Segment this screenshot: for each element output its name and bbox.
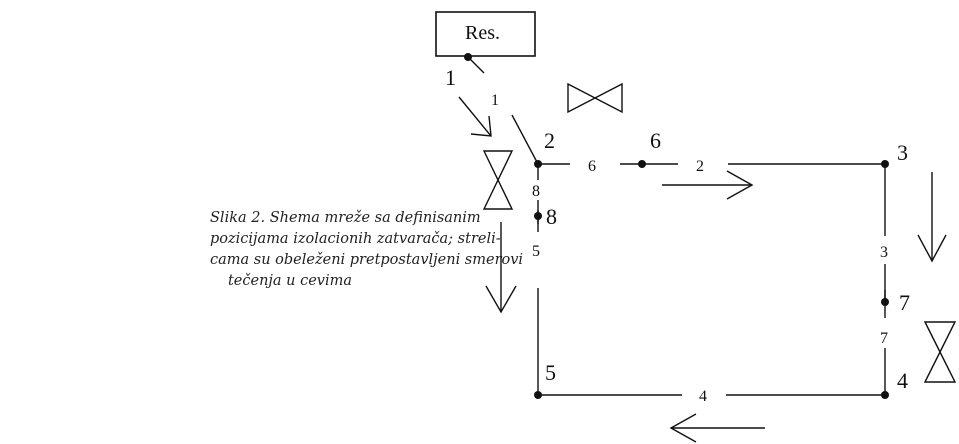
pipe-2-label: 2 — [696, 158, 704, 175]
node-4-dot — [881, 391, 889, 399]
node-5-label: 5 — [545, 360, 556, 385]
valve-icon-top — [567, 82, 623, 114]
node-3-label: 3 — [897, 140, 908, 165]
flow-arrow-pipe-5 — [485, 222, 517, 314]
node-1-dot — [464, 53, 472, 61]
pipe-6-label: 6 — [588, 158, 596, 175]
node-8-dot — [534, 212, 542, 220]
node-4-label: 4 — [897, 368, 908, 393]
reservoir-box — [435, 11, 536, 57]
pipe-7-label: 7 — [880, 330, 888, 347]
flow-arrow-pipe-2 — [662, 170, 754, 200]
valve-icon-right — [923, 321, 957, 383]
reservoir-label: Res. — [465, 22, 500, 44]
flow-arrow-pipe-3 — [917, 172, 947, 263]
node-7-label: 7 — [899, 290, 910, 315]
flow-arrow-pipe-4 — [669, 413, 765, 443]
pipe-4-label: 4 — [699, 388, 707, 405]
node-2-label: 2 — [544, 128, 555, 153]
node-7-dot — [881, 298, 889, 306]
node-2-dot — [534, 160, 542, 168]
pipe-1-line-b — [511, 114, 539, 165]
pipe-3-label: 3 — [880, 244, 888, 261]
node-6-label: 6 — [650, 128, 661, 153]
pipe-1-label: 1 — [491, 92, 499, 109]
node-6-dot — [638, 160, 646, 168]
node-8-label: 8 — [546, 204, 557, 229]
node-3-dot — [881, 160, 889, 168]
pipe-8-label: 8 — [532, 183, 540, 200]
flow-arrow-pipe-1 — [458, 96, 492, 137]
valve-icon-left — [482, 150, 514, 210]
caption-line-4: tečenja u cevima — [227, 273, 353, 289]
pipe-5-label: 5 — [532, 243, 540, 260]
node-1-label: 1 — [445, 65, 456, 90]
node-5-dot — [534, 391, 542, 399]
